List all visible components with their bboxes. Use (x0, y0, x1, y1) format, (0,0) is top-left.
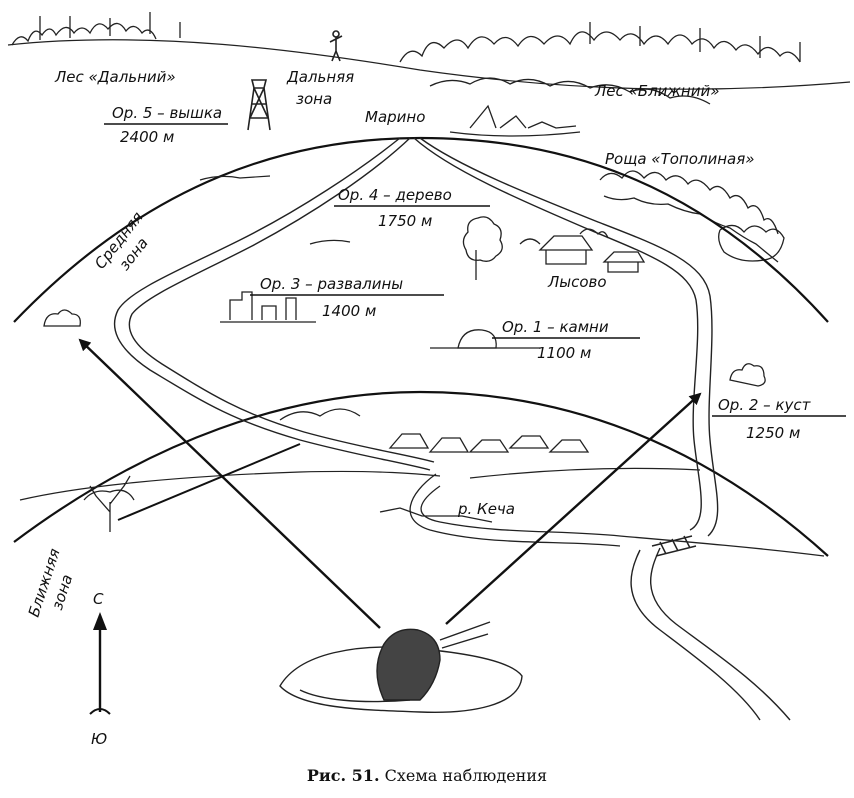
landmark-name: Ор. 1 – камни (502, 318, 609, 336)
landmark-distance: 1400 м (322, 302, 376, 320)
label-far-zone-line-1: Дальняя (286, 68, 354, 86)
compass: С Ю (89, 590, 111, 748)
village-drawing (279, 408, 590, 453)
compass-north: С (93, 590, 104, 608)
landmark-name: Ор. 3 – развалины (260, 275, 403, 293)
label-marino: Марино (365, 108, 425, 126)
bridge-drawing (651, 535, 697, 557)
forest-near-drawing (399, 22, 801, 105)
landmark-distance: 1750 м (378, 212, 432, 230)
landmark-op1: Ор. 1 – камни 1100 м (492, 318, 640, 362)
landmark-name: Ор. 2 – куст (718, 396, 812, 414)
forest-far-drawing (11, 12, 181, 46)
observation-arrow-right (445, 392, 702, 625)
ruins-drawing (220, 291, 316, 323)
left-bush-drawing (43, 309, 81, 327)
landmark-op2: Ор. 2 – куст 1250 м (712, 396, 846, 442)
south-mark-icon (89, 708, 111, 715)
tower-icon (247, 79, 271, 131)
label-forest-near: Лес «Ближний» (594, 82, 719, 100)
landmark-name: Ор. 4 – дерево (338, 186, 452, 204)
label-river: р. Кеча (457, 500, 515, 518)
landmark-distance: 1250 м (746, 424, 800, 442)
figure-number: Рис. 51. (306, 766, 380, 785)
marino-village-drawing (449, 104, 581, 137)
person-figure-icon (329, 30, 343, 62)
compass-south: Ю (91, 730, 107, 748)
landmark-distance: 2400 м (120, 128, 174, 146)
road (113, 137, 791, 721)
north-arrow-icon (93, 612, 107, 630)
river (379, 473, 825, 557)
label-lysovo: Лысово (547, 273, 607, 291)
near-bush-drawing (83, 475, 135, 532)
figure-title: Схема наблюдения (384, 766, 548, 785)
terrain-lines (19, 175, 701, 501)
stones-drawing (430, 329, 540, 349)
observation-line-near (117, 443, 301, 521)
near-zone-arc (13, 390, 829, 557)
horizon-line (7, 39, 851, 90)
landmark-op3: Ор. 3 – развалины 1400 м (250, 275, 444, 320)
landmark-distance: 1100 м (537, 344, 591, 362)
landmark-op4: Ор. 4 – дерево 1750 м (334, 186, 490, 230)
label-far-zone: Дальняя зона (286, 68, 359, 108)
lysovo-village-drawing (519, 228, 646, 273)
landmark-op5: Ор. 5 – вышка 2400 м (104, 104, 228, 146)
grove-drawing (599, 170, 785, 263)
label-near-zone: Ближняя зона (25, 542, 85, 626)
label-far-zone-line-2: зона (296, 90, 332, 108)
observation-arrow-left (78, 338, 381, 629)
landmark-name: Ор. 5 – вышка (112, 104, 222, 122)
bush-drawing (729, 363, 766, 387)
observer-drawing (279, 621, 523, 713)
label-grove: Роща «Тополиная» (605, 150, 755, 168)
figure-caption: Рис. 51. Схема наблюдения (0, 766, 854, 785)
tree-icon (462, 216, 503, 280)
label-forest-far: Лес «Дальний» (54, 68, 176, 86)
